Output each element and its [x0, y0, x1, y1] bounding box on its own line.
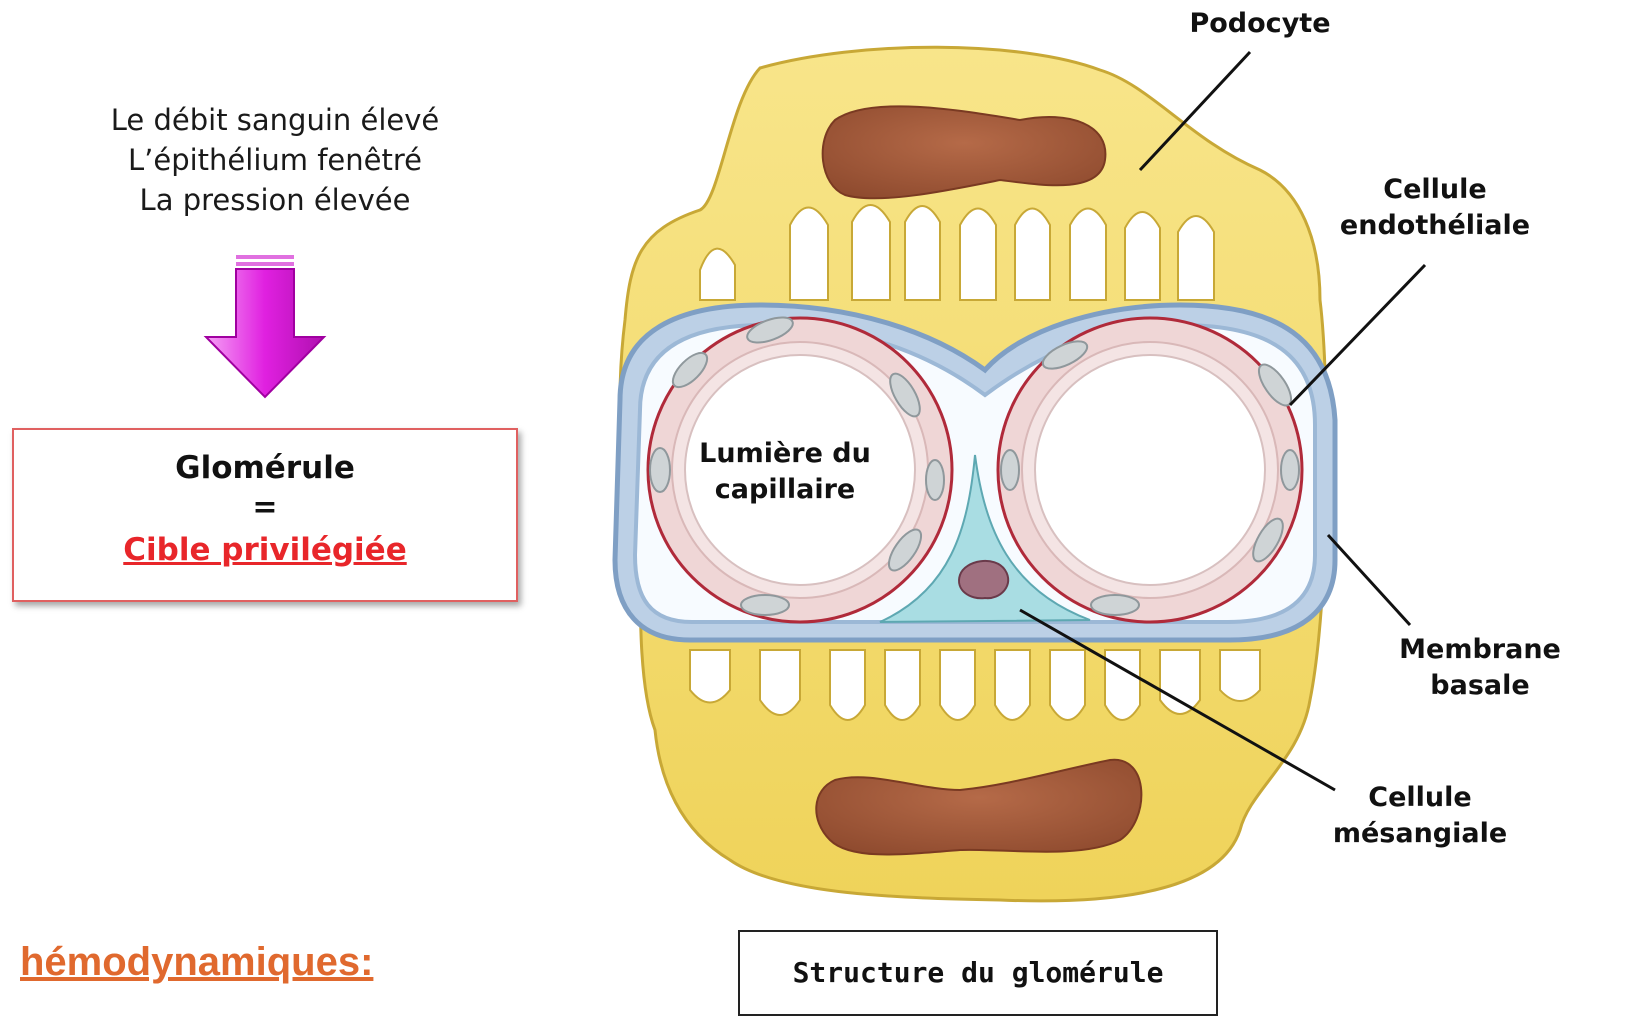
label-membrane-line2: basale: [1380, 668, 1580, 704]
label-endothelial-line1: Cellule: [1325, 172, 1545, 208]
label-basement-membrane: Membrane basale: [1380, 632, 1580, 704]
label-endothelial-line2: endothéliale: [1325, 208, 1545, 244]
label-lumen-line2: capillaire: [670, 472, 900, 508]
mesangial-nucleus: [959, 561, 1008, 598]
label-membrane-line1: Membrane: [1380, 632, 1580, 668]
label-podocyte: Podocyte: [1165, 6, 1355, 42]
label-endothelial-cell: Cellule endothéliale: [1325, 172, 1545, 244]
diagram-caption: Structure du glomérule: [738, 930, 1218, 1016]
label-mesangial-line1: Cellule: [1310, 780, 1530, 816]
label-lumen-line1: Lumière du: [670, 436, 900, 472]
label-mesangial-line2: mésangiale: [1310, 816, 1530, 852]
label-mesangial-cell: Cellule mésangiale: [1310, 780, 1530, 852]
podocyte-nucleus-top: [823, 106, 1106, 198]
label-capillary-lumen: Lumière du capillaire: [670, 436, 900, 508]
